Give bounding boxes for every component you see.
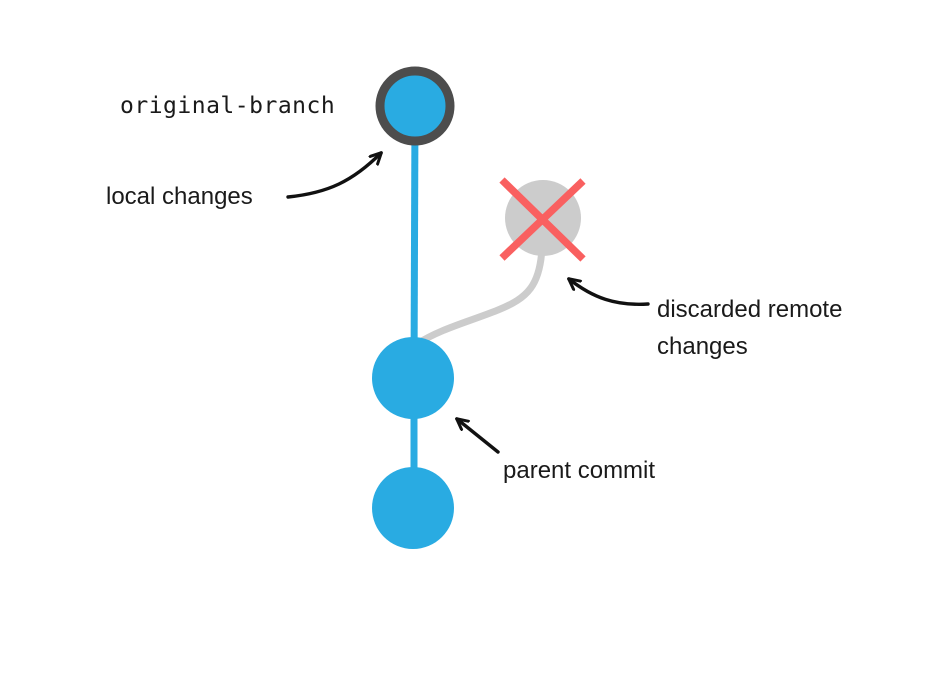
branch-name-label: original-branch bbox=[120, 93, 336, 119]
discarded-remote-changes-line1: discarded remote bbox=[657, 296, 843, 323]
discard-cross-icon bbox=[499, 177, 586, 262]
arrow-discarded-changes bbox=[569, 279, 650, 306]
edge-discarded-to-parent bbox=[413, 244, 546, 348]
grandparent-commit-node bbox=[372, 467, 454, 549]
arrow-local-changes bbox=[286, 153, 381, 199]
discarded-remote-changes-line2: changes bbox=[657, 333, 748, 360]
arrow-parent-commit bbox=[457, 419, 500, 454]
edge-head-to-parent bbox=[410, 109, 419, 376]
head-commit-node bbox=[375, 66, 455, 146]
local-changes-label: local changes bbox=[106, 183, 253, 210]
parent-commit-label: parent commit bbox=[503, 457, 656, 484]
parent-commit-node bbox=[372, 337, 454, 419]
discarded-remote-changes-label: discarded remote changes bbox=[657, 291, 842, 365]
